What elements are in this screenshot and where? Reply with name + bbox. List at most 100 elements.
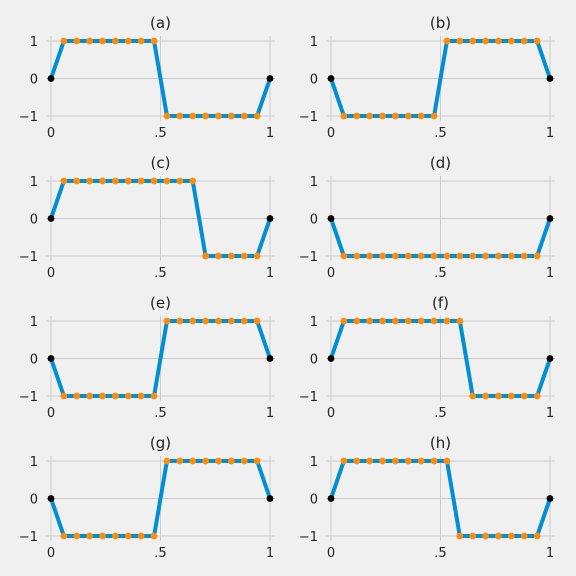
y-tick-label: 1 bbox=[30, 175, 38, 190]
data-point-marker bbox=[99, 37, 106, 45]
endpoint-marker bbox=[327, 75, 335, 82]
data-point-marker bbox=[404, 252, 412, 260]
data-point-marker bbox=[495, 532, 502, 540]
data-point-marker bbox=[253, 457, 261, 465]
data-point-marker bbox=[86, 532, 94, 540]
y-tick-label: −1 bbox=[299, 250, 318, 265]
data-point-marker bbox=[202, 112, 209, 120]
data-point-marker bbox=[340, 252, 348, 260]
y-tick-label: −1 bbox=[19, 390, 38, 405]
endpoint-marker bbox=[47, 215, 55, 222]
x-tick-label: 0 bbox=[327, 546, 335, 561]
data-point-marker bbox=[150, 177, 158, 185]
x-tick-label: 1 bbox=[546, 546, 554, 561]
endpoint-marker bbox=[266, 75, 274, 82]
endpoint-marker bbox=[266, 495, 274, 502]
data-point-marker bbox=[137, 37, 145, 45]
data-point-marker bbox=[456, 532, 464, 540]
data-point-marker bbox=[430, 317, 438, 325]
data-point-marker bbox=[124, 177, 132, 185]
subplot-title: (d) bbox=[430, 154, 451, 172]
x-tick-label: .5 bbox=[434, 126, 446, 141]
x-tick-label: 1 bbox=[546, 126, 554, 141]
data-point-marker bbox=[202, 457, 209, 465]
subplot-title: (h) bbox=[430, 434, 451, 452]
data-point-marker bbox=[430, 112, 438, 120]
endpoint-marker bbox=[266, 215, 274, 222]
x-tick-label: 0 bbox=[327, 406, 335, 421]
data-point-marker bbox=[240, 317, 248, 325]
data-point-marker bbox=[353, 112, 361, 120]
data-point-marker bbox=[353, 317, 361, 325]
data-point-marker bbox=[227, 457, 235, 465]
data-point-marker bbox=[137, 177, 145, 185]
data-point-marker bbox=[366, 112, 374, 120]
endpoint-marker bbox=[327, 355, 335, 362]
data-point-marker bbox=[520, 37, 528, 45]
data-point-marker bbox=[507, 392, 515, 400]
endpoint-marker bbox=[47, 495, 55, 502]
data-point-marker bbox=[112, 177, 119, 185]
data-point-marker bbox=[124, 37, 132, 45]
data-point-marker bbox=[417, 112, 425, 120]
data-point-marker bbox=[253, 317, 261, 325]
data-point-marker bbox=[137, 532, 145, 540]
endpoint-marker bbox=[546, 355, 554, 362]
endpoint-marker bbox=[546, 495, 554, 502]
endpoint-marker bbox=[546, 75, 554, 82]
data-point-marker bbox=[215, 252, 222, 260]
endpoint-marker bbox=[266, 355, 274, 362]
data-point-marker bbox=[163, 112, 171, 120]
x-tick-label: 0 bbox=[47, 266, 55, 281]
data-point-marker bbox=[124, 392, 132, 400]
data-point-marker bbox=[392, 317, 399, 325]
x-tick-label: .5 bbox=[154, 406, 166, 421]
y-tick-label: 0 bbox=[30, 213, 38, 228]
y-tick-label: 0 bbox=[30, 353, 38, 368]
x-tick-label: 1 bbox=[266, 126, 274, 141]
endpoint-marker bbox=[327, 215, 335, 222]
data-point-marker bbox=[240, 112, 248, 120]
data-point-marker bbox=[482, 252, 489, 260]
x-tick-label: 1 bbox=[266, 406, 274, 421]
data-point-marker bbox=[366, 317, 374, 325]
data-point-marker bbox=[215, 457, 222, 465]
data-point-marker bbox=[443, 37, 451, 45]
data-point-marker bbox=[482, 37, 489, 45]
data-point-marker bbox=[456, 252, 464, 260]
y-tick-label: 0 bbox=[310, 353, 318, 368]
data-point-marker bbox=[392, 457, 399, 465]
data-point-marker bbox=[379, 317, 386, 325]
data-point-marker bbox=[430, 457, 438, 465]
y-tick-label: −1 bbox=[299, 530, 318, 545]
y-tick-label: 1 bbox=[310, 315, 318, 330]
data-point-marker bbox=[520, 392, 528, 400]
data-point-marker bbox=[495, 37, 502, 45]
data-point-marker bbox=[340, 317, 348, 325]
x-tick-label: 0 bbox=[327, 126, 335, 141]
x-tick-label: .5 bbox=[434, 266, 446, 281]
data-point-marker bbox=[60, 37, 68, 45]
subplot-title: (c) bbox=[151, 154, 171, 172]
data-point-marker bbox=[469, 37, 477, 45]
x-tick-label: 0 bbox=[47, 546, 55, 561]
data-point-marker bbox=[379, 457, 386, 465]
endpoint-marker bbox=[47, 355, 55, 362]
data-point-marker bbox=[253, 252, 261, 260]
data-point-marker bbox=[507, 252, 515, 260]
y-tick-label: −1 bbox=[19, 250, 38, 265]
subplot-title: (g) bbox=[150, 434, 171, 452]
x-tick-label: 0 bbox=[327, 266, 335, 281]
y-tick-label: 1 bbox=[310, 35, 318, 50]
endpoint-marker bbox=[47, 75, 55, 82]
data-point-marker bbox=[417, 457, 425, 465]
data-point-marker bbox=[176, 112, 184, 120]
data-point-marker bbox=[240, 457, 248, 465]
data-point-marker bbox=[73, 532, 81, 540]
data-point-marker bbox=[495, 392, 502, 400]
data-point-marker bbox=[533, 392, 541, 400]
x-tick-label: .5 bbox=[154, 126, 166, 141]
data-point-marker bbox=[73, 392, 81, 400]
